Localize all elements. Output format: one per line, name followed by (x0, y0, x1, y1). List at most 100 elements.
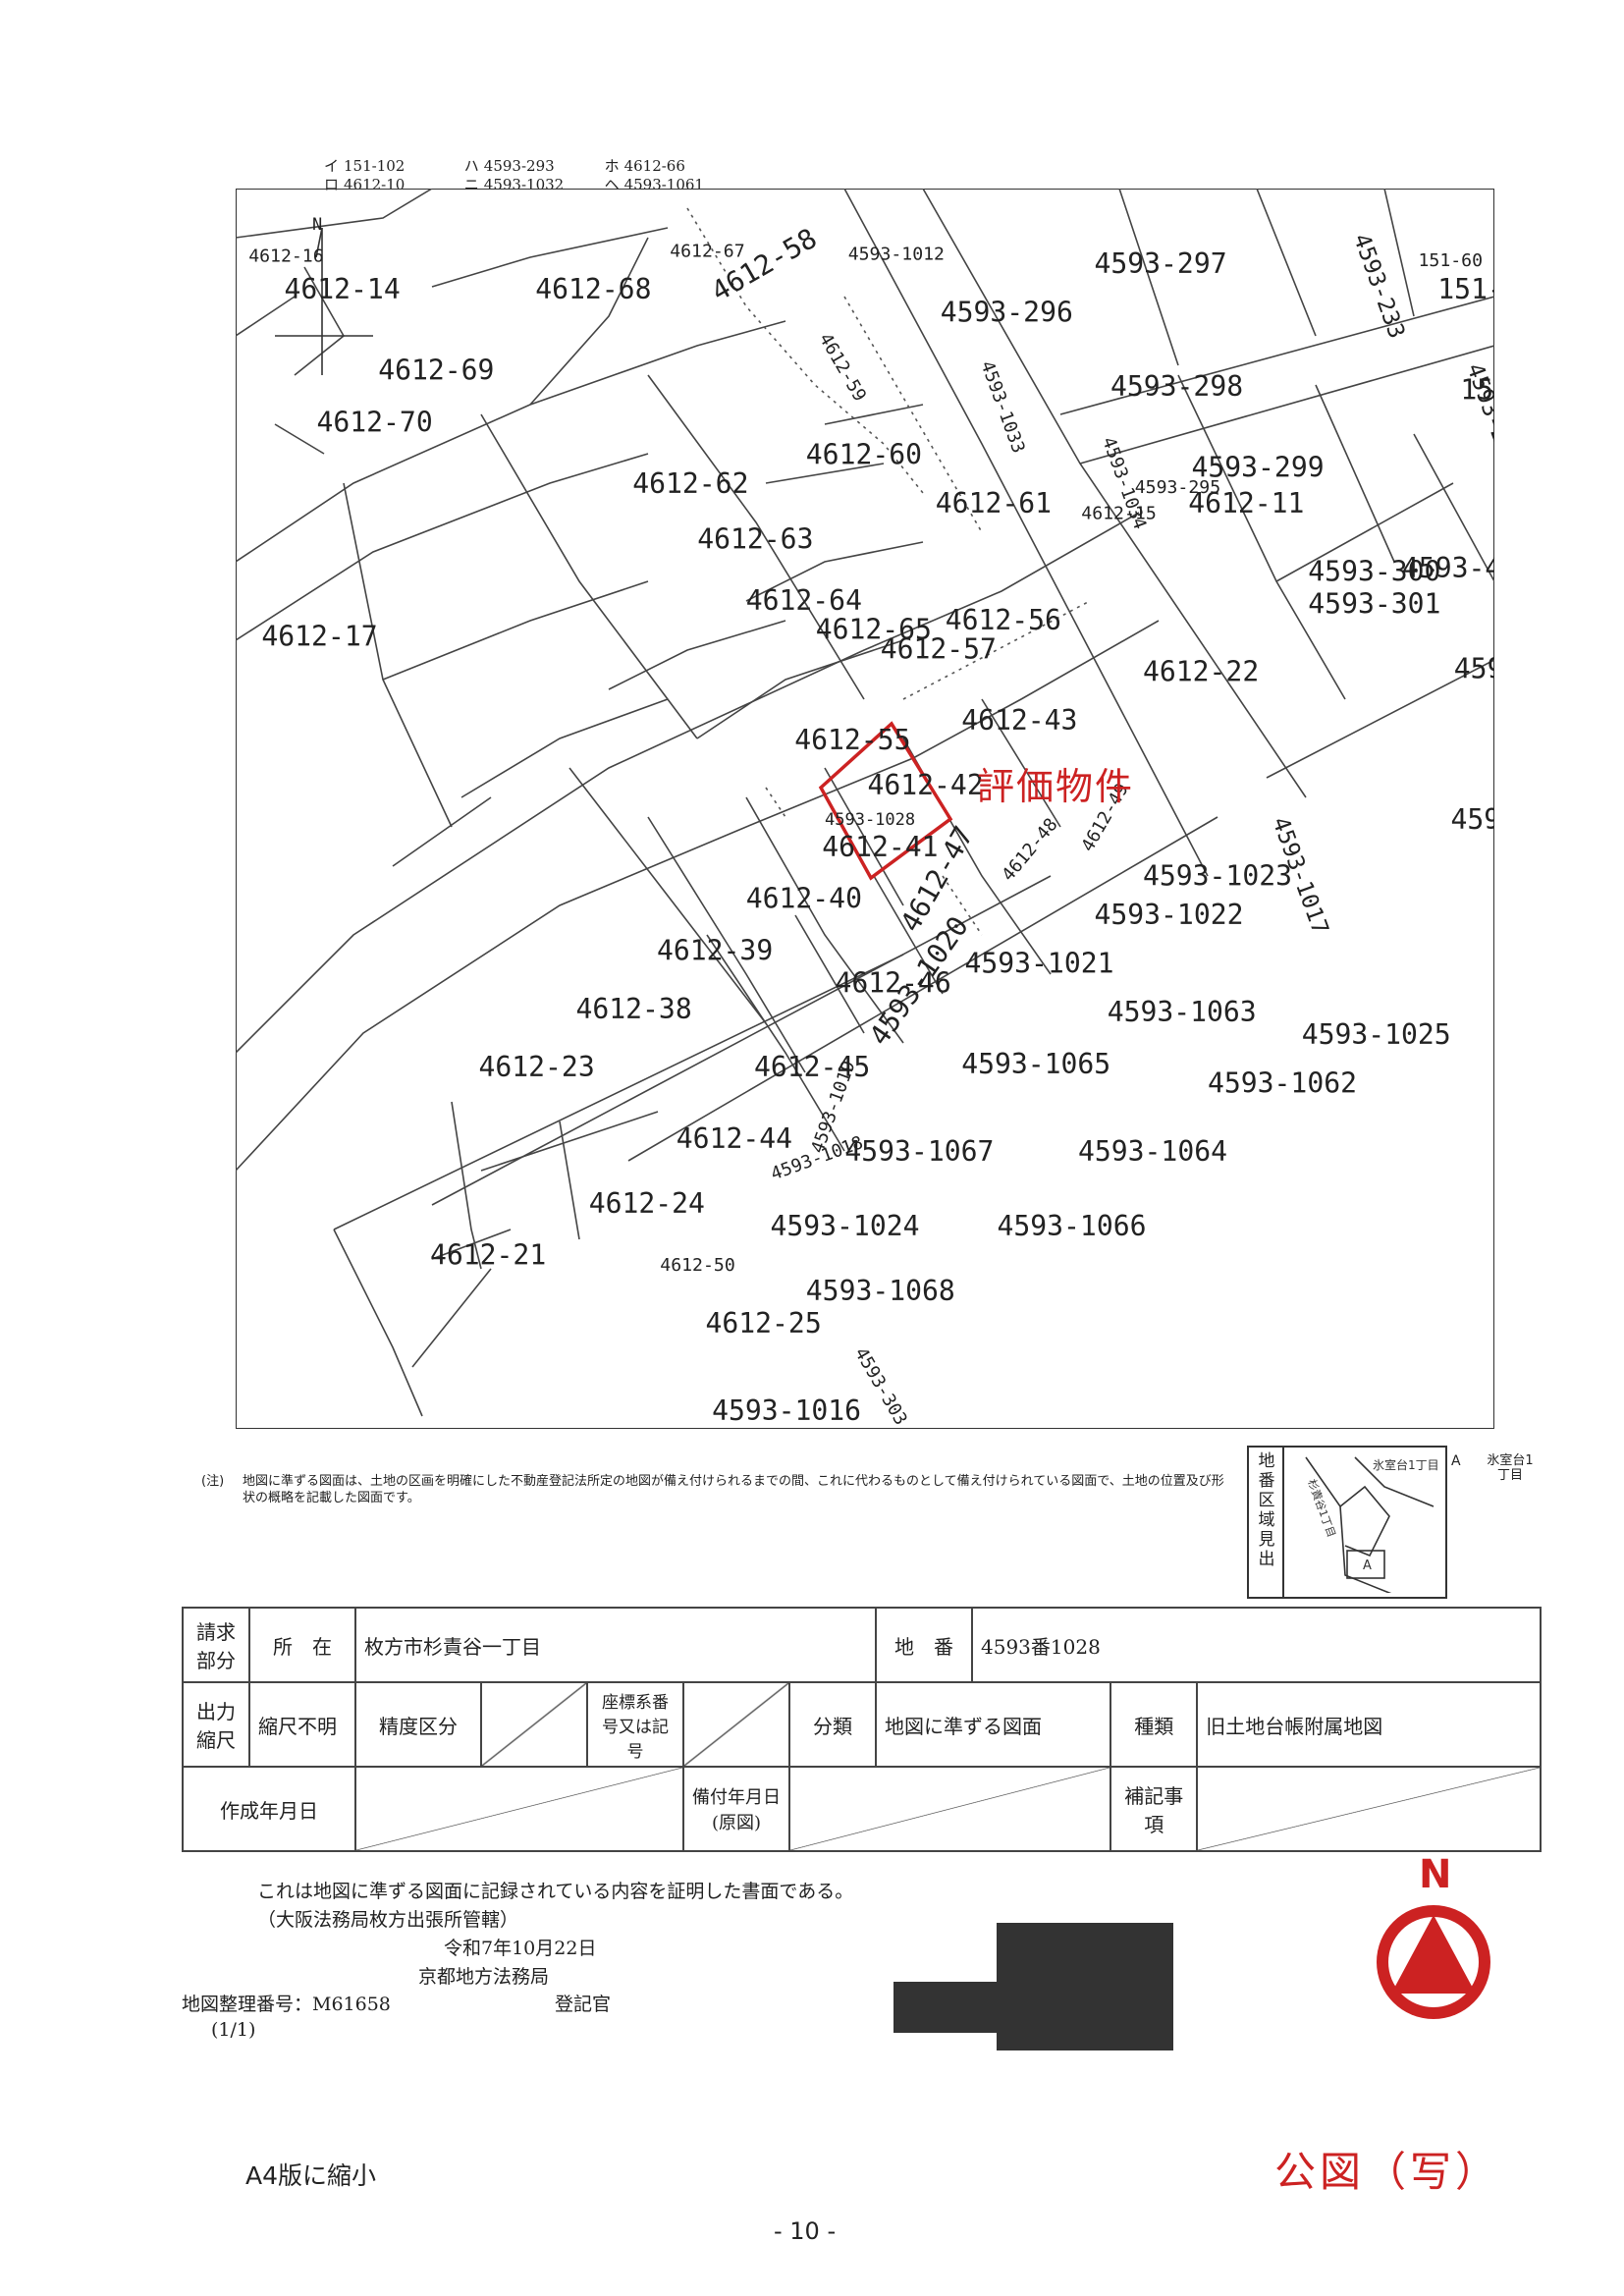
lot-label: 4593-299 (1192, 452, 1325, 484)
lot-label: 4593-234 (1461, 360, 1494, 471)
lot-label: 4593-1068 (806, 1275, 955, 1307)
cert-office: 京都地方法務局 (418, 1966, 550, 1988)
info-table: 請求部分 所 在 枚方市杉責谷一丁目 地 番 4593番1028 出力縮尺 縮尺… (182, 1607, 1542, 1852)
lot-label: 4612-38 (576, 993, 692, 1025)
lot-label: 4612-45 (754, 1051, 870, 1083)
lot-label: 4612-61 (936, 487, 1052, 519)
bifu-label: 備付年月日(原図) (682, 1766, 790, 1852)
index-inner-code: A (1363, 1558, 1372, 1573)
legend-value: 151-102 (344, 157, 406, 175)
bifu-empty (787, 1766, 1112, 1852)
lot-label: 4593-298 (1110, 370, 1243, 403)
index-label-a: A (1451, 1453, 1461, 1469)
lot-label: 4612-63 (697, 522, 813, 555)
lot-label: 4612-25 (706, 1307, 822, 1339)
lot-label: 4612-17 (261, 620, 377, 652)
lot-label: 4593-1012 (848, 245, 945, 265)
district-index-map: 地番区域見出 杉責谷1丁目 氷室台1丁目 A (1247, 1446, 1447, 1599)
index-inner-area: 氷室台1丁目 (1373, 1457, 1439, 1472)
lot-label: 4612-64 (746, 584, 862, 617)
lot-label: 4593-266 (1451, 803, 1494, 836)
lot-label: 4612-55 (794, 724, 910, 756)
cert-date: 令和7年10月22日 (444, 1938, 597, 1959)
lot-label: 4593-233 (1348, 231, 1409, 342)
index-area-name: 氷室台1丁目 (1487, 1453, 1534, 1483)
legend-key: ホ (604, 157, 620, 175)
seido-label: 精度区分 (354, 1681, 482, 1768)
lot-label: 4593-1064 (1078, 1135, 1227, 1168)
lot-label: 4593-302 (1454, 652, 1494, 684)
page-number: - 10 - (774, 2217, 837, 2245)
note: (注) 地図に準ずる図面は、土地の区画を明確にした不動産登記法所定の地図が備え付… (201, 1473, 1232, 1506)
lot-label: 4612-62 (632, 467, 748, 500)
lot-label: 4612-65 (816, 614, 932, 646)
lot-label: 4593-296 (941, 296, 1073, 328)
note-label: (注) (201, 1474, 225, 1489)
lot-label: 4593-300 (1308, 555, 1440, 587)
chiban-value: 4593番1028 (971, 1607, 1542, 1683)
lot-label: 151-59 (1437, 273, 1494, 305)
certification-block: これは地図に準ずる図面に記録されている内容を証明した書面である。 （大阪法務局枚… (257, 1878, 853, 1992)
lot-label: 4612-59 (815, 330, 870, 406)
lot-label: 4593-1016 (712, 1394, 861, 1427)
shukushaku-value: 縮尺不明 (248, 1681, 356, 1768)
lot-label: 4612-42 (868, 769, 984, 801)
lot-label: 4612-67 (670, 241, 744, 261)
index-inner-side: 杉責谷1丁目 (1305, 1477, 1338, 1539)
lot-label: 4612-21 (430, 1239, 546, 1272)
lot-label: 4593-1022 (1095, 899, 1244, 931)
registrar-label: 登記官 (555, 1994, 612, 2015)
lot-label: 4612-14 (285, 273, 401, 305)
lot-label: 4593-295 (1135, 477, 1220, 498)
lot-label: 4612-22 (1143, 656, 1259, 688)
map-canvas: N 4612-164612-144612-694612-704612-17461… (236, 189, 1494, 1429)
north-seal-icon: N (1377, 1852, 1490, 2019)
redacted-seal-base (893, 1982, 1119, 2033)
lot-label: 4612-24 (589, 1187, 705, 1220)
sakusei-empty (354, 1766, 684, 1852)
a4-note: A4版に縮小 (245, 2161, 377, 2190)
north-arrow-small (275, 227, 373, 375)
lot-label: 4612-11 (1188, 487, 1304, 519)
legend-key: ハ (463, 157, 479, 175)
lot-label: 4593-1025 (1302, 1018, 1451, 1051)
koz-copy-label: 公図（写） (1274, 2148, 1501, 2196)
lot-label: 151-60 (1419, 250, 1484, 271)
chiban-label: 地 番 (875, 1607, 973, 1683)
lot-label: 4612-68 (535, 273, 651, 305)
shurui-label: 種類 (1110, 1681, 1199, 1768)
shozai-value: 枚方市杉責谷一丁目 (354, 1607, 877, 1683)
shozai-label: 所 在 (248, 1607, 356, 1683)
seido-empty (480, 1681, 588, 1768)
legend-value: 4612-66 (623, 157, 685, 175)
lot-label: 4612-70 (317, 407, 433, 439)
index-title: 地番区域見出 (1258, 1451, 1275, 1569)
lot-label: 4612-46 (836, 966, 951, 999)
target-lot-label: 4593-1028 (825, 810, 915, 830)
lot-label: 4612-40 (746, 883, 862, 915)
lot-label: 4612-48 (998, 814, 1061, 885)
lot-label: 4612-58 (706, 222, 823, 308)
shurui-value: 旧土地台帳附属地図 (1196, 1681, 1542, 1768)
legend-value: 4593-293 (483, 157, 555, 175)
map-number: 地図整理番号：M61658 (182, 1994, 391, 2015)
lot-label: 4612-43 (961, 704, 1077, 737)
lot-label: 4612-44 (677, 1122, 792, 1155)
lot-label: 4612-39 (657, 934, 773, 966)
lot-label: 4612-69 (378, 355, 494, 387)
lot-label: 4593-1063 (1108, 996, 1257, 1028)
lot-label: 4612-41 (822, 831, 938, 863)
lot-label: 151-72 (1460, 374, 1494, 407)
lot-label: 4593-1067 (844, 1135, 994, 1168)
lot-label: 4593-1033 (976, 358, 1028, 457)
zahyo-empty (682, 1681, 790, 1768)
legend-key: イ (324, 157, 340, 175)
hoki-label: 補記事項 (1110, 1766, 1199, 1852)
zahyo-label: 座標系番号又は記号 (586, 1681, 684, 1768)
bunrui-value: 地図に準ずる図面 (874, 1681, 1112, 1768)
lot-label: 4593-1065 (961, 1048, 1110, 1080)
lot-label: 4612-16 (248, 246, 323, 266)
hoki-empty (1196, 1766, 1542, 1852)
